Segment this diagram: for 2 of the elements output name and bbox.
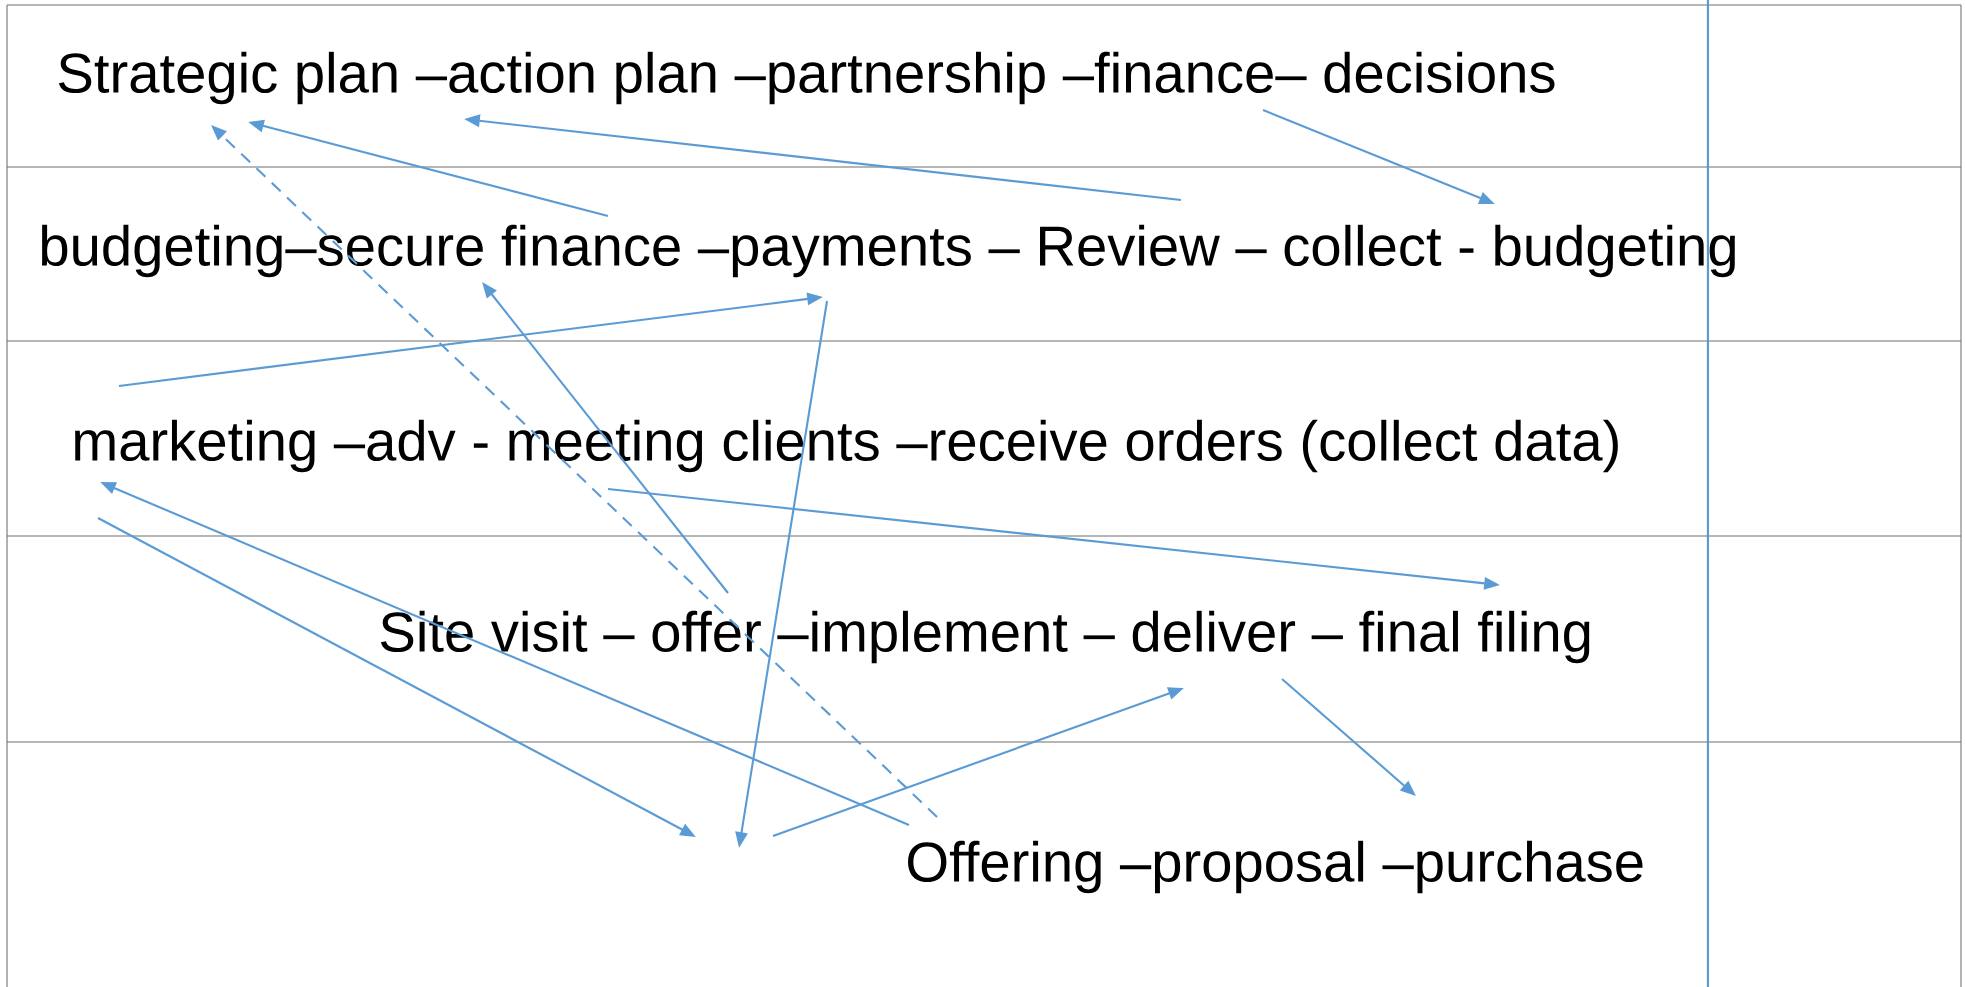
process-text: Offering –proposal –purchase: [908, 840, 1643, 894]
process-text: Strategic plan –action plan –partnership –finance– decisions: [58, 51, 1555, 105]
